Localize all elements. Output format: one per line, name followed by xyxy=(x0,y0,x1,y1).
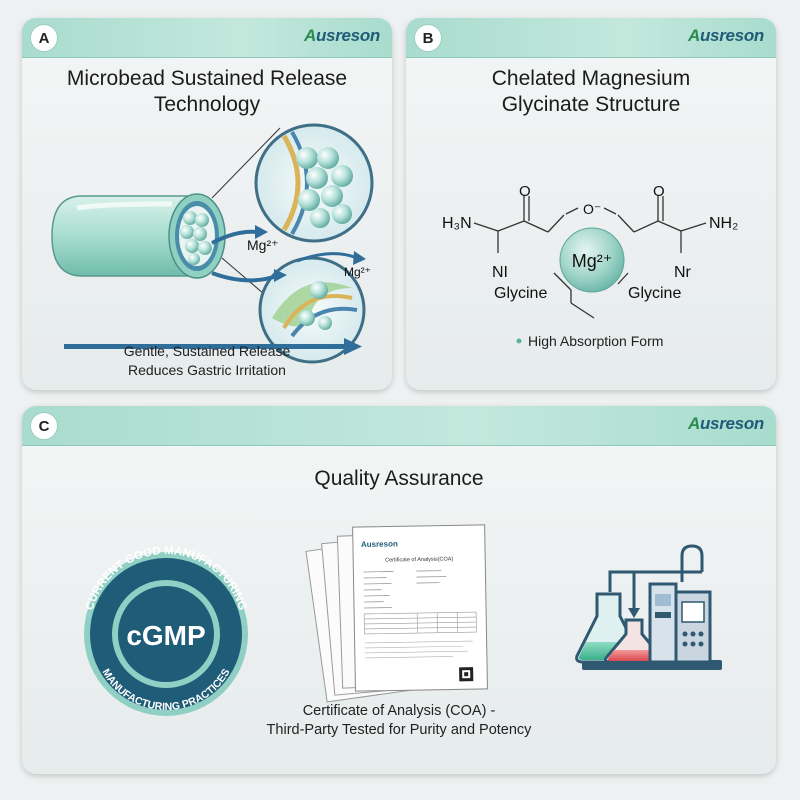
brand-logo-text: usreson xyxy=(699,414,764,433)
mg-ion-label: Mg²⁺ xyxy=(247,237,279,253)
panel-caption: Gentle, Sustained Release Reduces Gastri… xyxy=(22,342,392,380)
panel-header xyxy=(406,18,776,58)
bridging-oxygen: O⁻ xyxy=(583,201,601,217)
panel-quality: C Ausreson Quality Assurance CURRENT GOO… xyxy=(22,406,776,774)
panel-microbead: A Ausreson Microbead Sustained Release T… xyxy=(22,18,392,390)
amine-right: NH₂ xyxy=(709,215,738,232)
quality-illustration: CURRENT GOOD MANUFACTURING MANUFACTURING… xyxy=(84,524,722,716)
magnifier-top xyxy=(254,123,374,243)
coa-document-stack: Ausreson Certificate of Analysis(COA) xyxy=(305,524,488,703)
panel-badge: B xyxy=(414,24,442,52)
magnesium-ion-label: Mg²⁺ xyxy=(572,251,613,271)
mg-ion-label-released: Mg²⁺ xyxy=(344,265,371,279)
panel-title: Chelated Magnesium Glycinate Structure xyxy=(406,66,776,118)
coa-text-lines xyxy=(363,570,447,609)
glycine-left-label: Glycine xyxy=(494,285,547,302)
sustained-release-arrow xyxy=(64,338,362,355)
caption-line-2: Third-Party Tested for Purity and Potenc… xyxy=(266,722,532,738)
amine-left: H₃N xyxy=(442,215,472,232)
panel-title: Microbead Sustained Release Technology xyxy=(22,66,392,118)
lab-equipment-icon xyxy=(575,544,722,670)
title-line-2: Glycinate Structure xyxy=(501,93,681,116)
glycine-right-label: Glycine xyxy=(628,285,681,302)
caption-line-2: Reduces Gastric Irritation xyxy=(128,362,286,378)
chelate-structure-diagram: O O O⁻ H₃N NH₂ NI Nr Mg²⁺ Glycine Glycin… xyxy=(442,183,738,349)
seal-center: cGMP xyxy=(126,620,205,651)
coa-logo: Ausreson xyxy=(361,539,398,549)
panel-title: Quality Assurance xyxy=(314,467,484,490)
caption-line-1: Certificate of Analysis (COA) - xyxy=(302,703,496,719)
panel-badge: C xyxy=(30,412,58,440)
absorption-bullet: High Absorption Form xyxy=(528,333,663,349)
caption-line-1: Gentle, Sustained Release xyxy=(123,343,291,359)
capsule-beads xyxy=(180,211,212,265)
panel-glycinate: B Ausreson Chelated Magnesium Glycinate … xyxy=(406,18,776,390)
coa-caption: Certificate of Analysis (COA) - Third-Pa… xyxy=(22,702,776,740)
brand-logo-text: usreson xyxy=(315,26,380,45)
panel-badge: A xyxy=(30,24,58,52)
nitrogen-right: Nr xyxy=(674,264,692,281)
brand-logo-text: usreson xyxy=(699,26,764,45)
cgmp-seal: CURRENT GOOD MANUFACTURING MANUFACTURING… xyxy=(84,545,248,716)
coa-table xyxy=(363,611,477,635)
coa-notes xyxy=(364,640,473,659)
carbonyl-oxygen-left: O xyxy=(519,183,531,200)
release-arrows xyxy=(211,225,366,283)
title-line-1: Chelated Magnesium xyxy=(491,67,691,90)
nitrogen-left: NI xyxy=(492,264,508,281)
panel-header xyxy=(22,406,776,446)
title-line-1: Microbead Sustained Release xyxy=(66,67,348,90)
brand-logo: Ausreson xyxy=(687,26,764,45)
title-line-2: Technology xyxy=(153,93,261,116)
carbonyl-oxygen-right: O xyxy=(653,183,665,200)
brand-logo: Ausreson xyxy=(687,414,764,433)
magnifier-bottom xyxy=(258,256,366,364)
panel-header xyxy=(22,18,392,58)
brand-logo: Ausreson xyxy=(303,26,380,45)
microbead-illustration: Mg²⁺ Mg²⁺ xyxy=(51,123,374,364)
bullet-dot xyxy=(516,338,522,344)
magnesium-ion: Mg²⁺ xyxy=(559,227,625,293)
coa-title: Certificate of Analysis(COA) xyxy=(385,556,453,563)
